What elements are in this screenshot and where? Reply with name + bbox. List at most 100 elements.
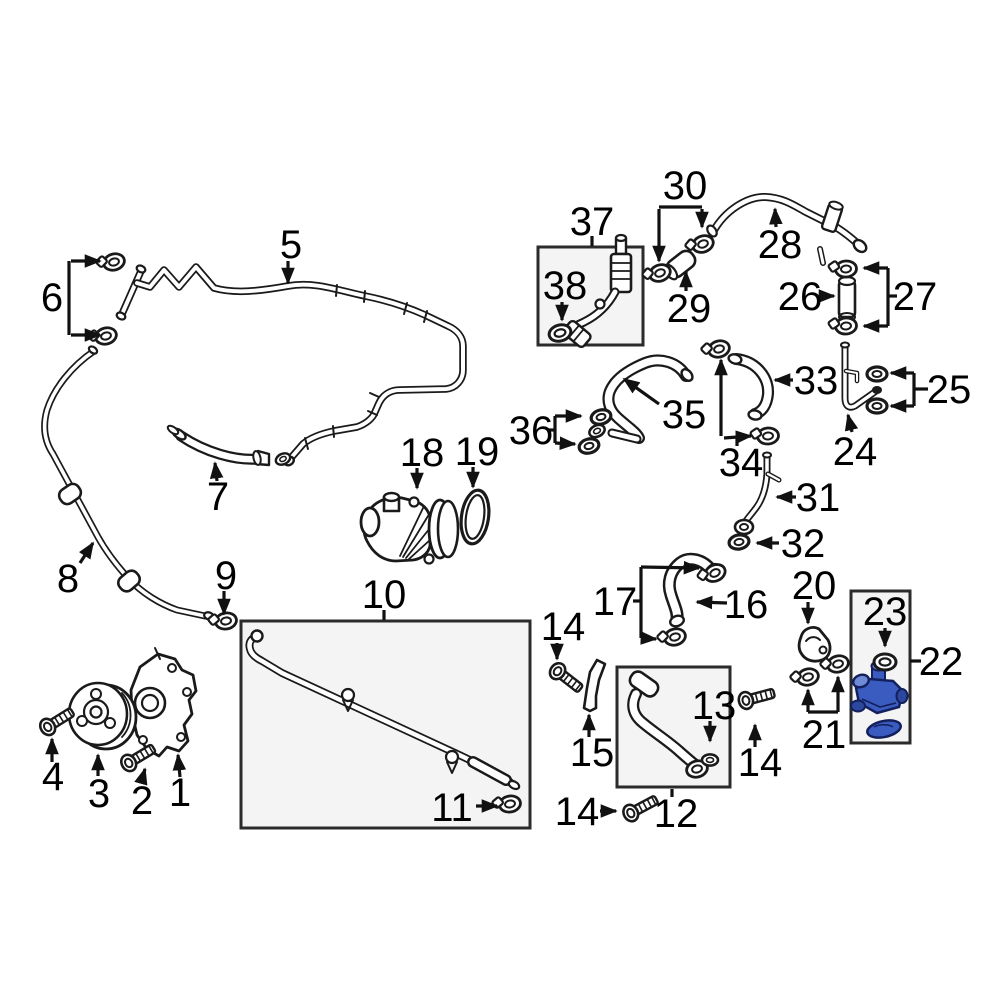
callout-label-34: 34 xyxy=(719,441,764,485)
part-35-hose-inner xyxy=(604,356,690,442)
part-28-pipe-graphic xyxy=(706,192,868,266)
assembly-knob-cap xyxy=(614,233,628,243)
washer-ring-icon xyxy=(700,753,720,767)
callout-label-8: 8 xyxy=(57,557,79,601)
hose-end xyxy=(747,409,763,421)
part-1-pump-graphic xyxy=(129,647,198,758)
hose-end-fitting-inner xyxy=(609,430,640,442)
pipe-coupler xyxy=(116,569,142,593)
part-19-oring-graphic xyxy=(459,488,491,546)
callout-label-36: 36 xyxy=(509,409,554,453)
hose-clamp-icon xyxy=(698,335,733,363)
outlet-foot xyxy=(850,699,866,713)
callout-arrow xyxy=(695,595,728,610)
pipe-end-cap xyxy=(762,451,772,459)
callout-label-29: 29 xyxy=(667,287,712,331)
part-5-pipe-main-inner xyxy=(135,265,465,461)
callout-arrow xyxy=(622,377,660,406)
pump-stud xyxy=(154,647,161,660)
part-24-pipe-graphic xyxy=(840,341,882,411)
callout-label-38: 38 xyxy=(543,264,588,308)
housing-body xyxy=(362,496,432,563)
housing-top-stub-cap xyxy=(382,491,401,503)
callout-label-27: 27 xyxy=(893,275,938,319)
pipe-end-cap xyxy=(87,345,99,355)
callout-label-1: 1 xyxy=(169,771,191,815)
bolt-icon xyxy=(545,658,587,698)
pulley-hole xyxy=(90,688,102,700)
pipe-end-cap xyxy=(135,264,147,274)
pipe-end-eye xyxy=(250,629,264,643)
pump-bolt-hole xyxy=(167,663,177,673)
pipe-clip-tab xyxy=(444,749,460,774)
callout-label-14: 14 xyxy=(541,605,586,649)
callout-label-13: 13 xyxy=(692,684,737,728)
hose-clamp-icon xyxy=(787,663,822,691)
hose-end xyxy=(669,614,685,628)
part-5-pipe-branch-inner xyxy=(120,269,143,316)
part-33-hose-inner xyxy=(732,355,772,418)
housing-neck-opening xyxy=(359,506,381,538)
callout-arrow xyxy=(209,461,224,482)
callout-arrow xyxy=(172,753,187,778)
assembly-cylinder-ribs xyxy=(610,262,632,280)
part-22-outlet-highlighted-graphic xyxy=(850,660,909,739)
part-5-pipe-graphic xyxy=(115,263,467,467)
callout-label-6: 6 xyxy=(41,276,63,320)
callout-label-25: 25 xyxy=(927,368,972,412)
part-7-hose-inner xyxy=(177,432,263,463)
callout-label-9: 9 xyxy=(215,554,237,598)
callout-arrow xyxy=(844,413,859,433)
callout-label-15: 15 xyxy=(570,731,615,775)
oring-inner xyxy=(464,494,486,540)
callout-arrow xyxy=(640,631,658,645)
pipe-joint-ticks xyxy=(304,284,428,450)
washer-ring-icon xyxy=(726,531,752,553)
pipe-end-fitting xyxy=(852,238,868,254)
callout-label-28: 28 xyxy=(758,223,803,267)
part-26-tube-graphic xyxy=(837,275,857,322)
callout-label-23: 23 xyxy=(863,590,908,634)
part-10-pipe-graphic xyxy=(245,629,521,791)
part-16-hose-inner xyxy=(665,555,716,623)
callout-label-31: 31 xyxy=(796,476,841,520)
outlet-gasket-line xyxy=(873,724,894,728)
pulley-hole xyxy=(104,717,116,729)
callout-label-30: 30 xyxy=(663,164,708,208)
part-8-pipe-graphic xyxy=(41,345,215,621)
hose-end-fitting xyxy=(166,424,180,436)
callout-label-33: 33 xyxy=(794,359,839,403)
callout-label-16: 16 xyxy=(724,583,769,627)
callout-label-18: 18 xyxy=(400,431,445,475)
pipe-coupler xyxy=(57,482,83,506)
callout-arrow xyxy=(640,560,701,575)
part-35-hose-graphic xyxy=(602,354,694,444)
bolt-icon xyxy=(117,739,160,776)
pulley-groove xyxy=(121,692,132,738)
part-31-pipe-graphic xyxy=(733,451,782,536)
bolt-icon xyxy=(735,683,778,712)
part-10-pipe-sleeve-inner xyxy=(469,758,510,784)
callout-label-21: 21 xyxy=(802,713,847,757)
callout-arrow xyxy=(769,207,783,228)
pipe-end-cap xyxy=(115,311,127,321)
washer-ring-icon xyxy=(587,406,615,428)
outlet-shade-line xyxy=(861,698,897,708)
housing-ear xyxy=(423,553,435,565)
part-28-pipe-inner xyxy=(710,194,861,247)
callout-label-22: 22 xyxy=(919,640,964,684)
outlet-left-port xyxy=(852,673,870,689)
callout-label-2: 2 xyxy=(131,779,153,823)
assembly-cylinder xyxy=(609,252,633,294)
callout-label-24: 24 xyxy=(833,430,878,474)
callout-arrow xyxy=(78,541,95,564)
hose-clamp-icon xyxy=(654,623,689,651)
pump-bolt-hole xyxy=(182,687,192,697)
outlet-gasket xyxy=(866,719,902,739)
callout-label-5: 5 xyxy=(280,223,302,267)
part-18-housing-graphic xyxy=(359,491,460,565)
hose-end-opening-inner xyxy=(691,764,703,774)
callout-label-14: 14 xyxy=(738,741,783,785)
hose-end xyxy=(680,368,694,382)
